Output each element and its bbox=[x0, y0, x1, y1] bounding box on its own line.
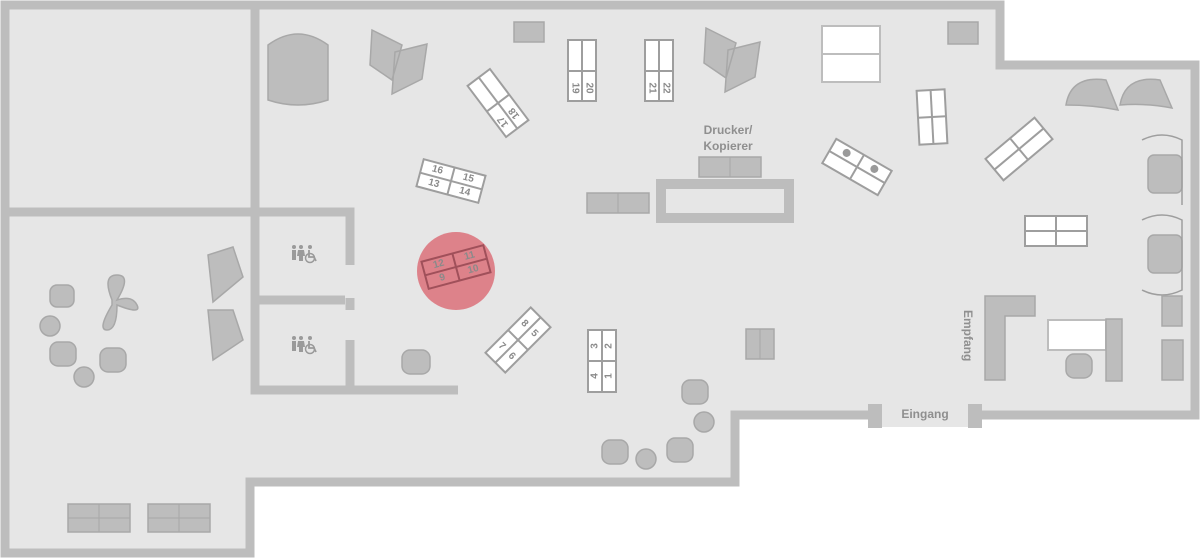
desk-15[interactable]: 15 bbox=[461, 172, 475, 186]
table bbox=[147, 503, 211, 533]
desk-21[interactable]: 21 bbox=[647, 82, 658, 94]
cabinet bbox=[947, 21, 979, 45]
desk-14[interactable]: 14 bbox=[458, 185, 472, 199]
workstation-group bbox=[820, 137, 894, 197]
printer-label-line2: Kopierer bbox=[703, 139, 753, 153]
entrance-post-left bbox=[868, 404, 882, 428]
desk-11[interactable]: 11 bbox=[463, 249, 476, 262]
counter bbox=[656, 179, 794, 223]
cabinet bbox=[586, 192, 650, 214]
lounge-chair bbox=[369, 28, 428, 96]
armchair bbox=[401, 349, 431, 375]
lounge-chair bbox=[703, 26, 761, 94]
desk-group-1-4[interactable]: 1 2 3 4 bbox=[587, 329, 617, 393]
entrance-label: Eingang bbox=[901, 407, 948, 421]
reception-desk bbox=[1047, 319, 1107, 351]
printer-label-line1: Drucker/ bbox=[704, 123, 753, 137]
table bbox=[67, 503, 131, 533]
reception-label: Empfang bbox=[961, 310, 975, 361]
wc-icon bbox=[292, 336, 305, 352]
interior-wall bbox=[5, 5, 458, 395]
desk-9[interactable]: 9 bbox=[438, 272, 447, 284]
restroom-2 bbox=[292, 336, 317, 355]
reception-cabinet bbox=[1105, 318, 1123, 382]
desk-1[interactable]: 1 bbox=[604, 373, 615, 379]
cabinet bbox=[1161, 295, 1183, 327]
floor-area bbox=[5, 5, 1195, 553]
printer[interactable] bbox=[698, 156, 762, 178]
desk-3[interactable]: 3 bbox=[590, 343, 601, 349]
workstation-group bbox=[1024, 215, 1088, 247]
lounge-chair bbox=[207, 246, 244, 362]
armchair bbox=[1147, 154, 1183, 194]
armchair bbox=[1147, 234, 1183, 274]
desk-22[interactable]: 22 bbox=[661, 82, 672, 94]
sofa bbox=[984, 295, 1036, 381]
wc-icon bbox=[292, 245, 305, 261]
desk-2[interactable]: 2 bbox=[604, 343, 615, 349]
workstation-group bbox=[984, 116, 1054, 182]
restroom-1 bbox=[292, 245, 317, 264]
desk-group-5-8[interactable]: 5 6 7 8 bbox=[484, 306, 552, 374]
seating-cluster bbox=[601, 379, 715, 470]
entrance-door[interactable] bbox=[882, 405, 968, 427]
entrance-post-right bbox=[968, 404, 982, 428]
wheelchair-icon bbox=[304, 336, 317, 355]
desk-group-21-22[interactable]: 21 22 bbox=[644, 39, 674, 102]
desk-13[interactable]: 13 bbox=[427, 177, 441, 191]
desk-16[interactable]: 16 bbox=[431, 163, 445, 177]
desk-group-19-20[interactable]: 19 20 bbox=[567, 39, 597, 102]
wheelchair-icon bbox=[304, 245, 317, 264]
cabinet bbox=[1161, 339, 1184, 381]
seating-cluster bbox=[39, 274, 139, 388]
lounge-chair bbox=[267, 33, 329, 106]
cabinet bbox=[513, 21, 545, 43]
desk-20[interactable]: 20 bbox=[584, 82, 595, 94]
desk-10[interactable]: 10 bbox=[466, 263, 480, 277]
selected-desk-highlight[interactable] bbox=[417, 232, 495, 310]
desk-4[interactable]: 4 bbox=[590, 373, 601, 379]
desk-group-9-12[interactable]: 9 10 11 12 bbox=[420, 243, 492, 291]
office-chair bbox=[1065, 353, 1093, 379]
desk-group-17-18[interactable]: 17 18 bbox=[466, 67, 530, 139]
desk-19[interactable]: 19 bbox=[570, 82, 581, 94]
lounge-chair bbox=[1065, 78, 1174, 112]
desk-group-13-16[interactable]: 13 14 15 16 bbox=[415, 157, 487, 205]
desk-12[interactable]: 12 bbox=[432, 258, 446, 272]
workstation-group bbox=[915, 88, 949, 146]
cabinet bbox=[745, 328, 775, 360]
